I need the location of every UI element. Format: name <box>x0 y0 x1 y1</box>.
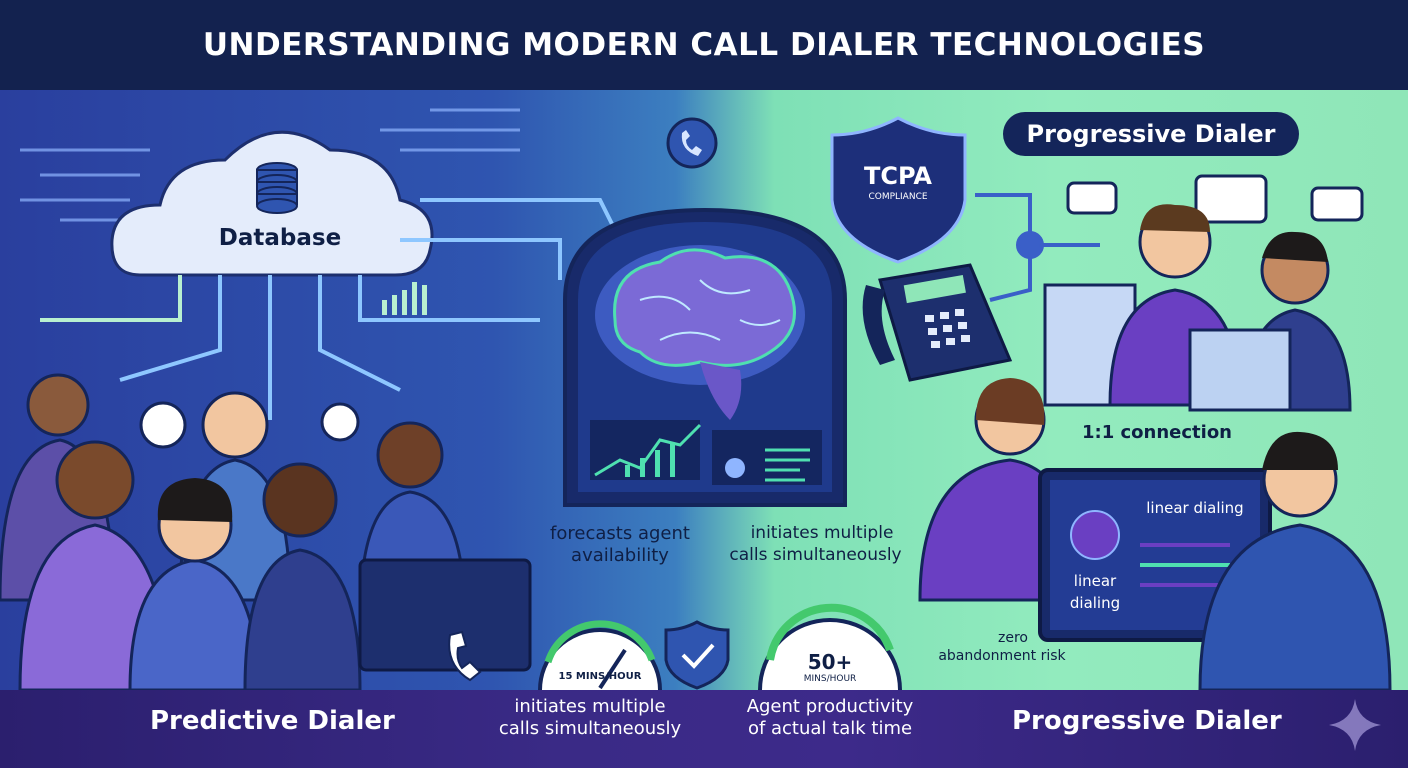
screen-side-2: dialing <box>1069 594 1121 612</box>
illustration-scene: Database TCPA COMPLIANCE 1:1 connection … <box>0 90 1408 690</box>
agents-lower-right <box>918 378 1392 690</box>
stat-right-line-1: Agent productivity <box>746 696 914 717</box>
phone-circle-icon <box>666 117 718 169</box>
gauge-left-label: 15 MINS/HOUR <box>558 671 642 682</box>
ai-brain-monitor <box>563 207 847 507</box>
initiates-label-2: calls simultaneously <box>729 545 902 565</box>
connection-label: 1:1 connection <box>1081 422 1232 443</box>
chat-bubble-icon <box>1066 174 1364 224</box>
screen-side-1: linear <box>1073 572 1117 590</box>
tcpa-main-label: TCPA <box>864 162 932 190</box>
forecast-label-1: forecasts agent <box>550 523 690 544</box>
illustration-svg <box>0 108 1392 690</box>
screen-heading: linear dialing <box>1146 499 1244 517</box>
gauge-left-icon <box>538 620 662 690</box>
stat-left-line-1: initiates multiple <box>514 696 666 717</box>
shield-check-icon <box>664 620 730 690</box>
tcpa-sub-label: COMPLIANCE <box>868 192 928 202</box>
progressive-dialer-pill-label: Progressive Dialer <box>1026 120 1276 148</box>
page-title: UNDERSTANDING MODERN CALL DIALER TECHNOL… <box>202 27 1206 63</box>
sparkle-icon <box>1329 699 1381 751</box>
agents-left-group <box>0 373 532 690</box>
stat-left-line-2: calls simultaneously <box>498 718 682 739</box>
predictive-dialer-title: Predictive Dialer <box>150 706 395 736</box>
phone-ring-icon <box>448 630 482 682</box>
tcpa-shield-icon <box>830 116 967 264</box>
agents-top-right <box>1043 204 1352 412</box>
data-stream-lines <box>20 108 520 222</box>
zero-label-2: abandonment risk <box>938 648 1066 664</box>
database-label: Database <box>218 225 342 251</box>
bar-chart-icon <box>382 282 427 315</box>
progressive-dialer-title: Progressive Dialer <box>1012 706 1282 736</box>
bottom-bar: Predictive Dialer initiates multiple cal… <box>0 690 1408 768</box>
initiates-label-1: initiates multiple <box>750 523 894 543</box>
desk-phone-icon <box>862 263 1013 382</box>
progressive-dialer-pill: Progressive Dialer <box>1003 112 1299 156</box>
stat-right-line-2: of actual talk time <box>747 718 913 739</box>
gauge-right-unit: MINS/HOUR <box>803 674 857 684</box>
forecast-label-2: availability <box>571 545 669 566</box>
phone-bubble-icon <box>139 401 360 449</box>
zero-label-1: zero <box>998 630 1028 646</box>
gauge-right-icon <box>758 603 902 690</box>
gauge-right-value: 50+ <box>807 650 853 674</box>
database-icon <box>256 162 298 214</box>
flow-connector <box>975 193 1100 302</box>
title-bar: UNDERSTANDING MODERN CALL DIALER TECHNOL… <box>0 0 1408 90</box>
